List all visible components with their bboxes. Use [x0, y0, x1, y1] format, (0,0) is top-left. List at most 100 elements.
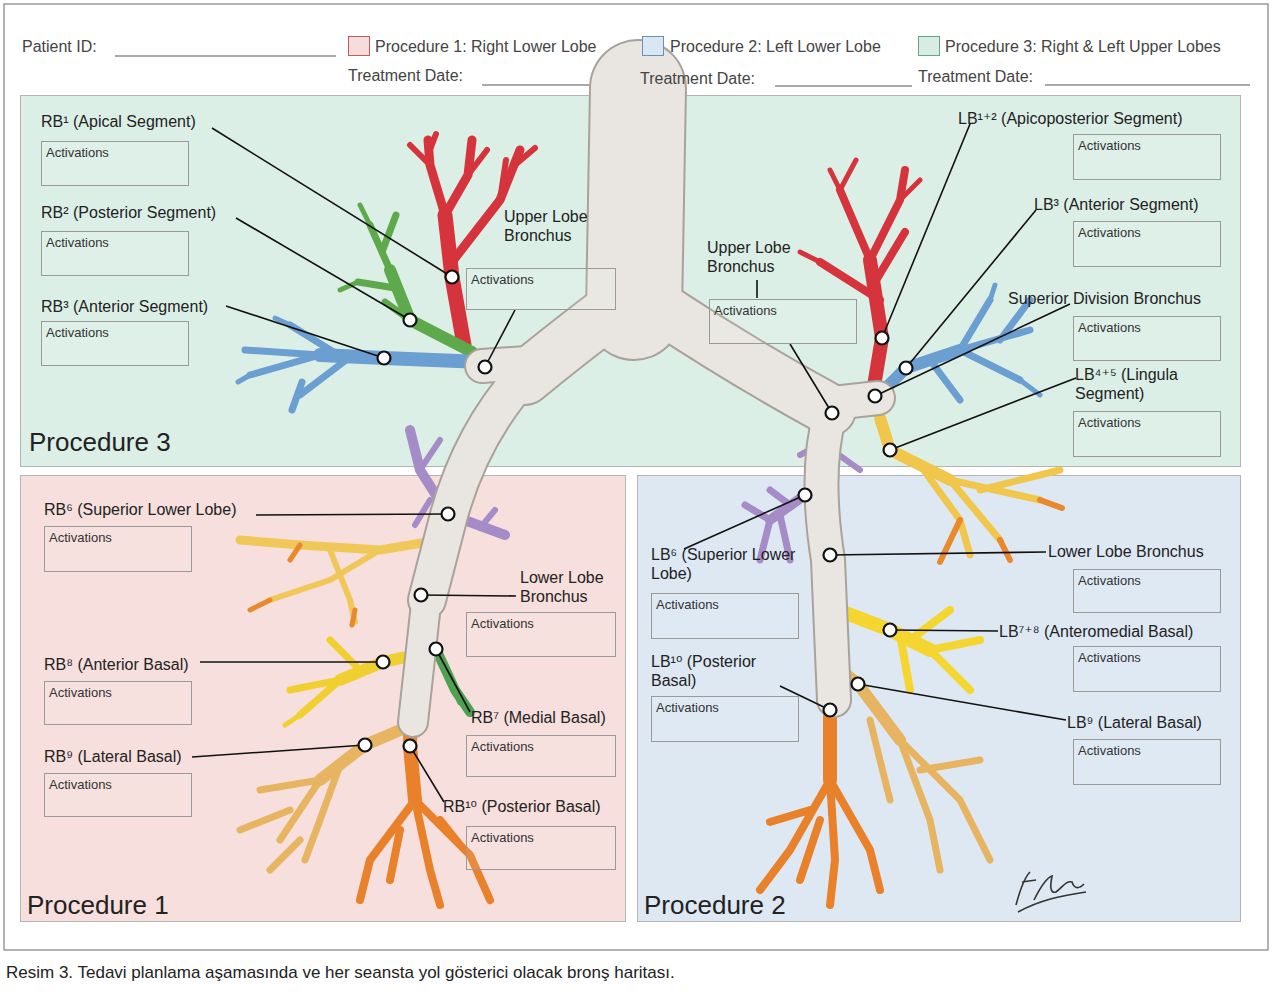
procedure-title: Procedure 1	[27, 890, 169, 920]
activation-box: Activations	[709, 299, 857, 344]
segment-label: RB⁹ (Lateral Basal)	[44, 747, 182, 766]
segment-label: RB⁸ (Anterior Basal)	[44, 655, 189, 674]
activation-text: Activations	[46, 145, 109, 160]
segment-label: LB³ (Anterior Segment)	[1034, 195, 1199, 214]
activation-box: Activations	[651, 593, 799, 639]
form-field-label: Treatment Date:	[918, 67, 1033, 86]
activation-box: Activations	[1073, 739, 1221, 785]
segment-label: RB¹⁰ (Posterior Basal)	[443, 797, 601, 816]
figure-caption: Resim 3. Tedavi planlama aşamasında ve h…	[6, 963, 675, 983]
legend-swatch	[348, 36, 370, 56]
activation-node: RB⁸ (Anterior Basal) Activations	[44, 655, 192, 725]
activation-text: Activations	[1078, 573, 1141, 588]
activation-text: Activations	[471, 616, 534, 631]
form-field-label: Patient ID:	[22, 37, 97, 56]
segment-label: LB⁶ (Superior Lower Lobe)	[651, 545, 831, 583]
activation-node: LB¹⁰ (Posterior Basal) Activations	[651, 652, 799, 742]
activation-text: Activations	[46, 235, 109, 250]
activation-text: Activations	[471, 739, 534, 754]
procedure-title: Procedure 2	[644, 890, 786, 920]
segment-label: LB⁷⁺⁸ (Anteromedial Basal)	[999, 622, 1193, 641]
segment-label: Lower Lobe Bronchus	[520, 568, 620, 606]
activation-box: Activations	[466, 735, 616, 777]
segment-label: LB¹⁺² (Apicoposterior Segment)	[958, 109, 1183, 128]
activation-node: RB³ (Anterior Segment)Activations	[41, 297, 189, 366]
activation-node: Superior Division BronchusActivations	[1008, 289, 1221, 361]
activation-node: LB⁶ (Superior Lower Lobe) Activations	[651, 545, 831, 639]
activation-box: Activations	[41, 141, 189, 186]
activation-node: Upper Lobe BronchusActivations	[466, 207, 616, 310]
procedure-title: Procedure 3	[29, 427, 171, 457]
activation-text: Activations	[49, 777, 112, 792]
activation-box: Activations	[44, 526, 192, 572]
activation-node: RB⁹ (Lateral Basal) Activations	[44, 747, 192, 817]
segment-label: LB⁴⁺⁵ (Lingula Segment)	[1075, 365, 1225, 403]
activation-box: Activations	[44, 681, 192, 725]
segment-label: Upper Lobe Bronchus	[707, 238, 807, 276]
activation-box: Activations	[1073, 134, 1221, 180]
segment-label: LB¹⁰ (Posterior Basal)	[651, 652, 791, 690]
activation-text: Activations	[49, 685, 112, 700]
segment-label: RB⁶ (Superior Lower Lobe)	[44, 500, 236, 519]
legend-label: Procedure 3: Right & Left Upper Lobes	[945, 37, 1221, 56]
procedure-panel: Procedure 1RB⁶ (Superior Lower Lobe)Acti…	[20, 475, 626, 922]
activation-node: Lower Lobe BronchusActivations	[1048, 542, 1221, 613]
header-lines-part	[775, 85, 912, 86]
activation-node: LB¹⁺² (Apicoposterior Segment) Activation…	[958, 109, 1221, 180]
activation-box: Activations	[1073, 316, 1221, 361]
activation-text: Activations	[1078, 138, 1141, 153]
activation-box: Activations	[1073, 646, 1221, 692]
activation-text: Activations	[1078, 415, 1141, 430]
activation-node: RB⁶ (Superior Lower Lobe)Activations	[44, 500, 192, 572]
activation-text: Activations	[656, 597, 719, 612]
activation-text: Activations	[471, 830, 534, 845]
segment-label: RB⁷ (Medial Basal)	[471, 708, 606, 727]
activation-text: Activations	[46, 325, 109, 340]
activation-node: RB¹ (Apical Segment)Activations	[41, 112, 189, 186]
activation-text: Activations	[1078, 743, 1141, 758]
activation-box: Activations	[1073, 411, 1221, 457]
activation-node: LB⁹ (Lateral Basal) Activations	[1067, 713, 1221, 785]
activation-box: Activations	[44, 773, 192, 817]
segment-label: RB³ (Anterior Segment)	[41, 297, 208, 316]
form-field-label: Treatment Date:	[640, 69, 755, 88]
activation-node: Upper Lobe BronchusActivations	[707, 238, 857, 344]
activation-node: LB⁴⁺⁵ (Lingula Segment) Activations	[1073, 365, 1225, 457]
segment-label: Superior Division Bronchus	[1008, 289, 1201, 308]
activation-text: Activations	[1078, 225, 1141, 240]
procedure-panel: Procedure 2 LB⁶ (Superior Lower Lobe) Acti…	[637, 475, 1241, 922]
activation-text: Activations	[1078, 650, 1141, 665]
legend-swatch	[642, 36, 664, 56]
segment-label: Lower Lobe Bronchus	[1048, 542, 1204, 561]
segment-label: RB¹ (Apical Segment)	[41, 112, 196, 131]
form-field-label: Treatment Date:	[348, 66, 463, 85]
header-lines-part	[1045, 84, 1250, 85]
segment-label: RB² (Posterior Segment)	[41, 203, 216, 222]
activation-text: Activations	[471, 272, 534, 287]
activation-box: Activations	[466, 268, 616, 310]
segment-label: Upper Lobe Bronchus	[504, 207, 604, 245]
activation-text: Activations	[1078, 320, 1141, 335]
activation-box: Activations	[41, 321, 189, 366]
activation-box: Activations	[1073, 569, 1221, 613]
activation-node: RB⁷ (Medial Basal) Activations	[466, 708, 616, 777]
legend-label: Procedure 1: Right Lower Lobe	[375, 37, 596, 56]
legend-swatch	[918, 36, 940, 56]
legend-label: Procedure 2: Left Lower Lobe	[670, 37, 881, 56]
activation-text: Activations	[656, 700, 719, 715]
activation-box: Activations	[466, 612, 616, 657]
activation-box: Activations	[466, 826, 616, 870]
activation-box: Activations	[41, 231, 189, 276]
segment-label: LB⁹ (Lateral Basal)	[1067, 713, 1202, 732]
activation-box: Activations	[651, 696, 799, 742]
outer-frame	[4, 4, 1268, 950]
activation-node: RB² (Posterior Segment)Activations	[41, 203, 189, 276]
activation-box: Activations	[1073, 221, 1221, 267]
header-lines-part	[115, 55, 336, 56]
activation-node: RB¹⁰ (Posterior Basal) Activations	[443, 797, 616, 870]
activation-text: Activations	[49, 530, 112, 545]
header-lines-part	[482, 84, 628, 85]
activation-node: LB³ (Anterior Segment) Activations	[1034, 195, 1221, 267]
activation-node: LB⁷⁺⁸ (Anteromedial Basal) Activations	[999, 622, 1221, 692]
